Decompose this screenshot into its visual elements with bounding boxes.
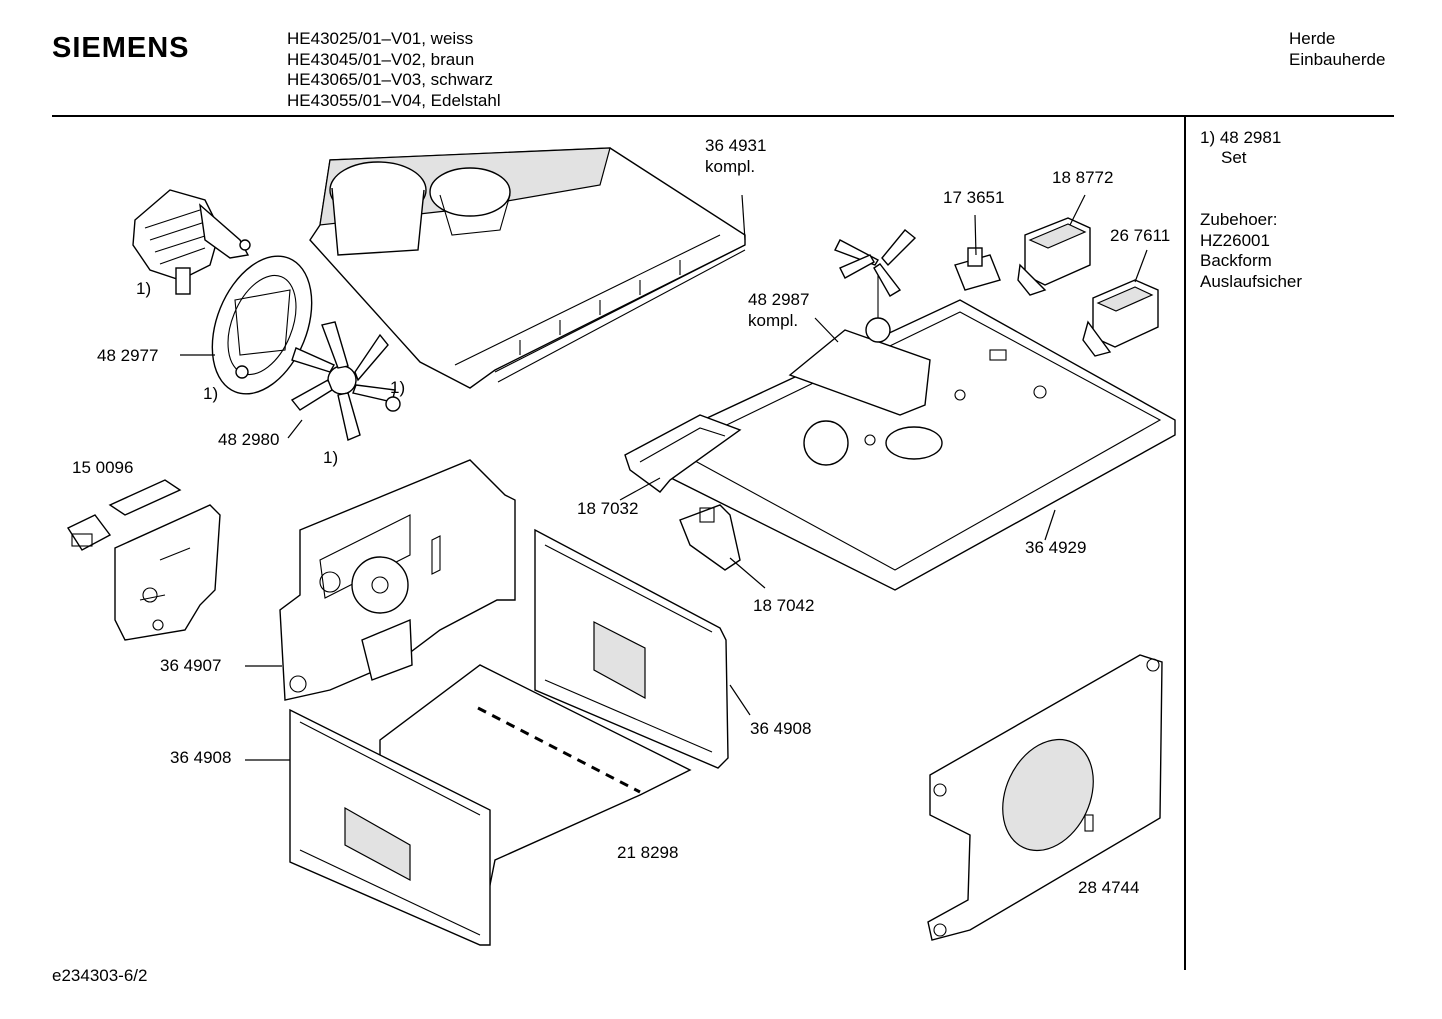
accessory-title: Zubehoer: bbox=[1200, 210, 1278, 229]
rear-cover-part bbox=[927, 654, 1163, 941]
footnote-marker-nut: 1) bbox=[390, 378, 406, 397]
transformer-part-1 bbox=[1017, 217, 1091, 296]
oven-base-part bbox=[659, 299, 1176, 591]
label-284744: 28 4744 bbox=[1078, 878, 1140, 897]
accessory-extra: Auslaufsicher bbox=[1200, 272, 1303, 291]
mounting-bracket-part bbox=[114, 504, 221, 641]
air-duct-part bbox=[309, 147, 746, 389]
label-482977: 48 2977 bbox=[97, 346, 159, 365]
label-188772: 18 8772 bbox=[1052, 168, 1114, 187]
label-173651: 17 3651 bbox=[943, 188, 1005, 207]
label-482980: 48 2980 bbox=[218, 430, 280, 449]
label-364929: 36 4929 bbox=[1025, 538, 1087, 557]
transformer-part-2 bbox=[1082, 279, 1159, 357]
label-218298: 21 8298 bbox=[617, 843, 679, 862]
model-line-1: HE43025/01–V01, weiss bbox=[287, 29, 474, 48]
label-364907: 36 4907 bbox=[160, 656, 222, 675]
category: Herde Einbauherde bbox=[1289, 29, 1385, 70]
label-482987-kompl: kompl. bbox=[748, 311, 799, 330]
footnote-text: Set bbox=[1221, 148, 1247, 167]
category-line-1: Herde bbox=[1289, 29, 1336, 48]
accessory-code: HZ26001 bbox=[1200, 231, 1270, 250]
model-list: HE43025/01–V01, weiss HE43045/01–V02, br… bbox=[287, 29, 501, 111]
label-187042: 18 7042 bbox=[753, 596, 815, 615]
document-id: e234303-6/2 bbox=[52, 966, 148, 985]
hinge-part bbox=[624, 414, 742, 493]
thermostat-part bbox=[954, 247, 1001, 291]
door-lock-part bbox=[679, 504, 741, 571]
label-364908-right: 36 4908 bbox=[750, 719, 812, 738]
label-267611: 26 7611 bbox=[1110, 226, 1171, 245]
model-line-4: HE43055/01–V04, Edelstahl bbox=[287, 90, 501, 110]
footnote-ref: 1) 48 2981 bbox=[1200, 128, 1282, 147]
label-364908-left: 36 4908 bbox=[170, 748, 232, 767]
label-482987: 48 2987 bbox=[748, 290, 810, 309]
model-line-2: HE43045/01–V02, braun bbox=[287, 49, 475, 69]
left-sidewall-part bbox=[289, 708, 491, 946]
label-150096: 15 0096 bbox=[72, 458, 134, 477]
label-364931: 36 4931 bbox=[705, 136, 767, 155]
footnote-marker-plate: 1) bbox=[203, 384, 219, 403]
right-sidewall-part bbox=[534, 528, 729, 769]
header-divider bbox=[52, 115, 1394, 117]
label-364931-kompl: kompl. bbox=[705, 157, 756, 176]
back-plate-part bbox=[211, 255, 313, 395]
leader-lines bbox=[180, 194, 1148, 761]
footnote-marker-fan: 1) bbox=[323, 448, 339, 467]
sidebar-divider bbox=[1184, 116, 1186, 970]
label-187032: 18 7032 bbox=[577, 499, 639, 518]
fan-wheel-part bbox=[290, 321, 401, 441]
control-module-part bbox=[66, 479, 182, 551]
fan-motor-part bbox=[132, 189, 251, 295]
model-line-3: HE43065/01–V03, schwarz bbox=[287, 70, 494, 89]
fan-assembly-part bbox=[788, 229, 931, 416]
accessory-name: Backform bbox=[1200, 251, 1272, 270]
brand-logo: SIEMENS bbox=[52, 32, 190, 64]
footnote-marker-motor: 1) bbox=[136, 279, 152, 298]
category-line-2: Einbauherde bbox=[1289, 49, 1386, 69]
rear-wall-part bbox=[279, 459, 516, 701]
